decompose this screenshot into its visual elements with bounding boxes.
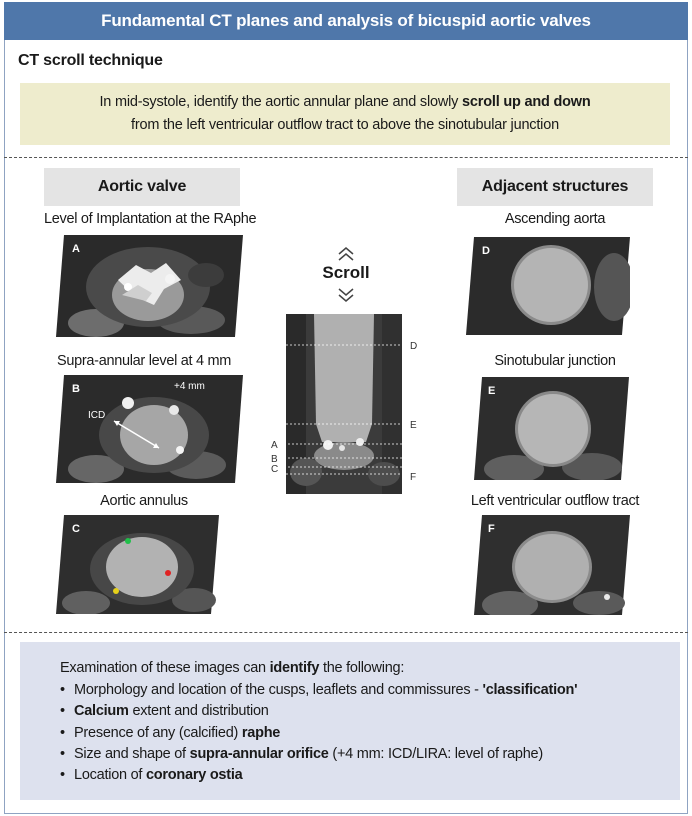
- caption-panel-e: Sinotubular junction: [494, 353, 616, 369]
- item-text: Size and shape of: [74, 745, 190, 762]
- ct-panel-d: D: [466, 237, 630, 335]
- summary-intro-pre: Examination of these images can: [60, 660, 270, 676]
- intro-line-1-bold: scroll up and down: [462, 94, 591, 110]
- summary-intro-post: the following:: [319, 660, 405, 676]
- summary-item-ostia: Location of coronary ostia: [60, 765, 680, 787]
- scroll-label: Scroll: [322, 263, 370, 282]
- summary-item-raphe: Presence of any (calcified) raphe: [60, 723, 680, 745]
- caption-panel-f: Left ventricular outflow tract: [470, 493, 640, 509]
- section-heading: CT scroll technique: [18, 52, 163, 69]
- panel-letter-a: A: [72, 243, 80, 255]
- figure-title: Fundamental CT planes and analysis of bi…: [4, 2, 688, 40]
- ct-panel-f: F: [474, 515, 630, 615]
- panel-letter-c: C: [72, 523, 80, 535]
- marker-a: A: [271, 440, 278, 451]
- icd-measure-label: ICD: [88, 410, 105, 421]
- marker-c: C: [271, 464, 278, 475]
- ct-panel-e: E: [474, 377, 629, 480]
- caption-panel-b: Supra-annular level at 4 mm: [56, 353, 232, 369]
- item-text: Location of: [74, 767, 146, 784]
- summary-item-classification: Morphology and location of the cusps, le…: [60, 680, 680, 702]
- item-bold: supra-annular orifice: [189, 745, 329, 762]
- item-text: (+4 mm: ICD/LIRA: level of raphe): [328, 745, 543, 762]
- intro-box: In mid-systole, identify the aortic annu…: [20, 83, 670, 145]
- item-text: extent and distribution: [128, 703, 269, 720]
- ct-panel-b: ICD +4 mm B: [56, 375, 243, 483]
- intro-line-1-text: In mid-systole, identify the aortic annu…: [99, 94, 463, 110]
- item-text: Morphology and location of the cusps, le…: [74, 682, 483, 698]
- panel-letter-b: B: [72, 383, 80, 395]
- marker-e: E: [410, 420, 417, 431]
- item-bold: coronary ostia: [145, 767, 243, 784]
- plus-4mm-tag: +4 mm: [174, 381, 205, 392]
- summary-item-calcium: Calcium extent and distribution: [60, 701, 680, 723]
- item-bold: 'classification': [482, 682, 578, 698]
- caption-panel-c: Aortic annulus: [100, 493, 188, 509]
- marker-b: B: [271, 454, 278, 465]
- divider-top: [4, 157, 688, 158]
- marker-f: F: [410, 472, 416, 483]
- panel-letter-f: F: [488, 523, 495, 535]
- adjacent-structures-header: Adjacent structures: [457, 168, 653, 206]
- caption-panel-a: Level of Implantation at the RAphe: [44, 211, 257, 227]
- scroll-up-chevron-icon: [338, 247, 354, 261]
- summary-intro: Examination of these images can identify…: [60, 658, 680, 679]
- summary-list: Morphology and location of the cusps, le…: [60, 680, 680, 787]
- summary-item-orifice: Size and shape of supra-annular orifice …: [60, 744, 680, 766]
- ct-panel-a: A: [56, 235, 243, 337]
- aortic-valve-header: Aortic valve: [44, 168, 240, 206]
- item-bold: raphe: [241, 724, 281, 741]
- item-bold: Calcium: [74, 703, 129, 720]
- intro-line-1: In mid-systole, identify the aortic annu…: [99, 91, 590, 114]
- summary-box: Examination of these images can identify…: [20, 642, 680, 800]
- panel-letter-d: D: [482, 245, 490, 257]
- ct-panel-c: C: [56, 515, 219, 614]
- item-text: Presence of any (calcified): [74, 724, 242, 741]
- caption-panel-d: Ascending aorta: [504, 211, 606, 227]
- ct-longitudinal-view: D E F A B C: [270, 314, 426, 496]
- scroll-down-chevron-icon: [338, 288, 354, 302]
- divider-bottom: [4, 632, 688, 633]
- marker-d: D: [410, 341, 417, 352]
- summary-intro-bold: identify: [269, 660, 320, 676]
- panel-letter-e: E: [488, 385, 495, 397]
- intro-line-2: from the left ventricular outflow tract …: [131, 117, 559, 133]
